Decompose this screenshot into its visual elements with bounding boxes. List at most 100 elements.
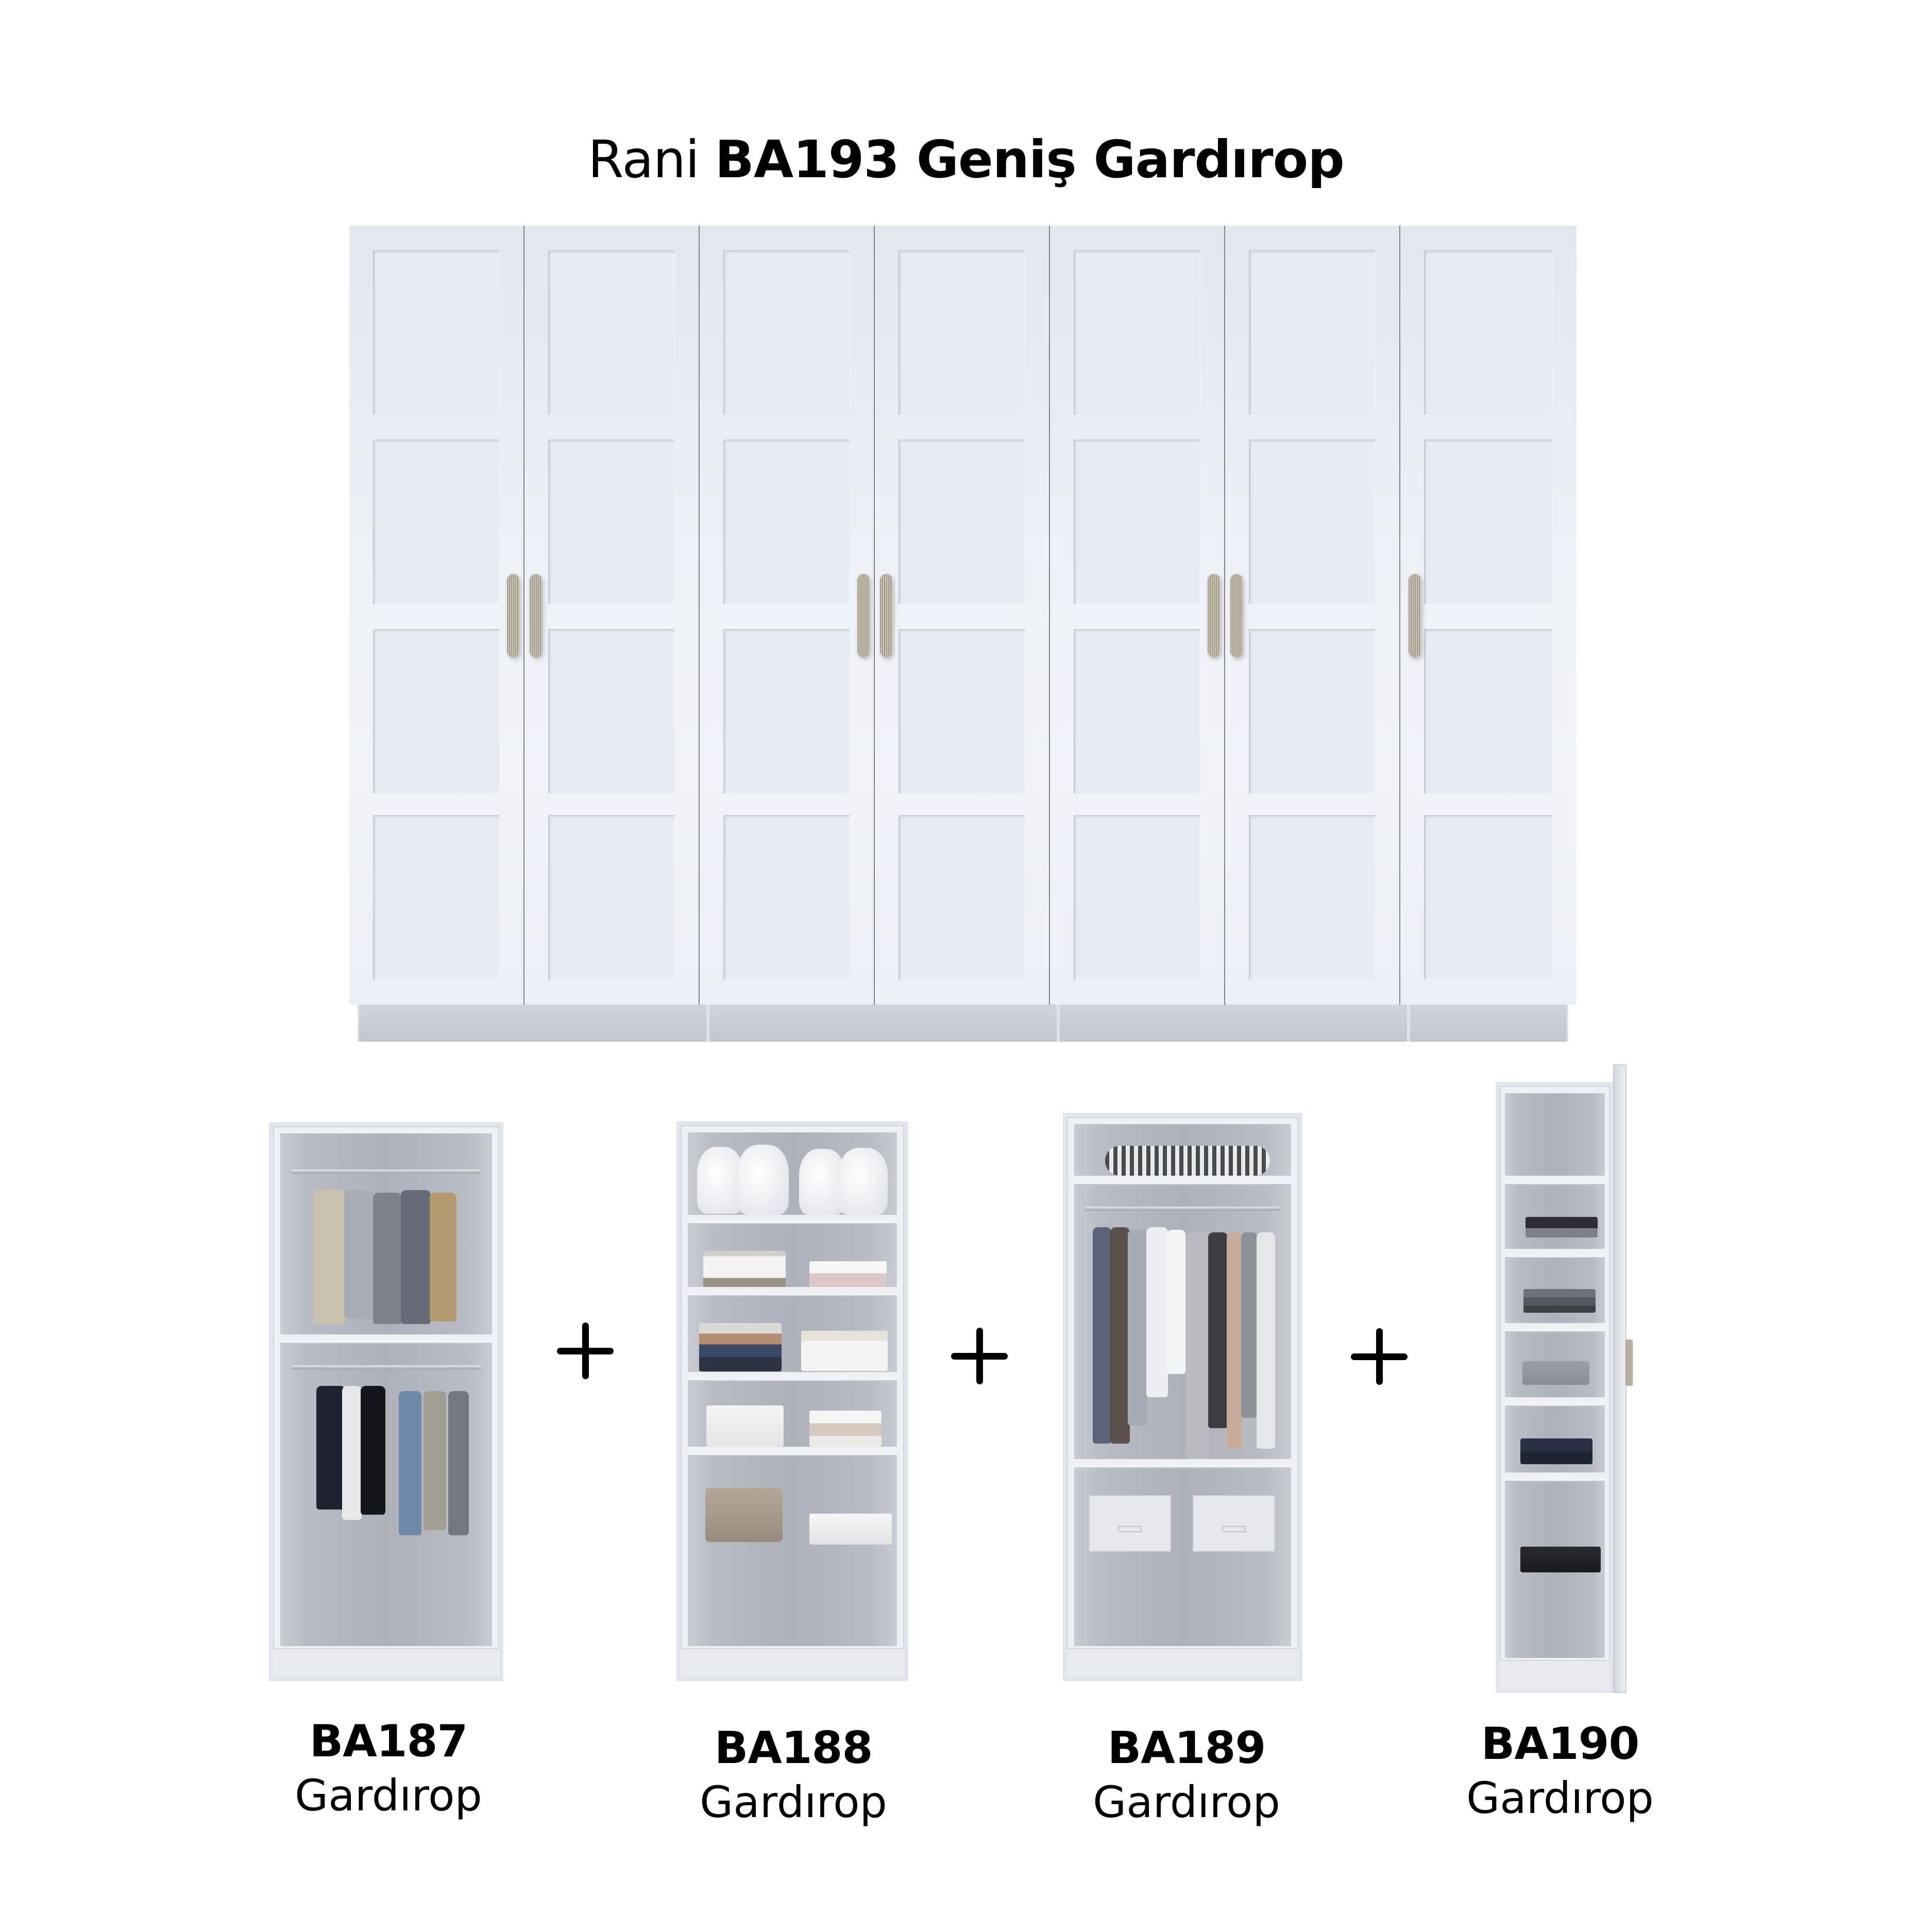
hanging-rod bbox=[1084, 1207, 1281, 1211]
wardrobe-door bbox=[524, 226, 700, 1005]
shelf bbox=[688, 1215, 897, 1224]
door-panel bbox=[373, 439, 500, 604]
garment bbox=[361, 1386, 385, 1515]
folded-clothes bbox=[1520, 1547, 1601, 1572]
garment bbox=[1241, 1232, 1258, 1418]
door-panel bbox=[723, 629, 850, 794]
wardrobe-door bbox=[1050, 226, 1225, 1005]
ba190-open-door bbox=[1613, 1064, 1626, 1693]
shelf bbox=[280, 1334, 492, 1344]
folded-clothes bbox=[1522, 1361, 1589, 1385]
door-panel bbox=[1074, 815, 1200, 980]
wardrobe-door bbox=[875, 226, 1050, 1005]
unit-ba188-image bbox=[676, 1121, 908, 1681]
garment bbox=[430, 1193, 456, 1321]
door-handle-icon bbox=[507, 574, 519, 657]
storage-box bbox=[1193, 1495, 1275, 1552]
unit-code: BA188 bbox=[714, 1722, 873, 1774]
garment bbox=[313, 1190, 345, 1324]
shelf bbox=[1505, 1397, 1605, 1406]
unit-interior bbox=[280, 1133, 492, 1646]
door-handle-icon bbox=[1230, 574, 1243, 657]
unit-base bbox=[273, 1648, 499, 1677]
door-panel bbox=[1424, 629, 1553, 794]
wardrobe-door bbox=[700, 226, 875, 1005]
door-handle-icon bbox=[857, 574, 870, 657]
door-panel bbox=[723, 439, 850, 604]
unit-ba189-image bbox=[1063, 1113, 1302, 1681]
box-handle-icon bbox=[1117, 1526, 1142, 1533]
garment bbox=[423, 1391, 446, 1530]
garment bbox=[1208, 1232, 1228, 1428]
door-handle-icon bbox=[1625, 1340, 1633, 1386]
box-handle-icon bbox=[1222, 1526, 1246, 1533]
unit-type: Gardırop bbox=[1093, 1777, 1280, 1827]
page-title: Rani BA193 Geniş Gardırop bbox=[0, 129, 1932, 191]
unit-label-ba188: BA188 Gardırop bbox=[665, 1722, 922, 1831]
main-wardrobe-image bbox=[349, 226, 1577, 1042]
door-panel bbox=[899, 250, 1025, 415]
garment bbox=[1185, 1232, 1209, 1459]
folded-clothes bbox=[699, 1323, 782, 1371]
door-panel bbox=[899, 629, 1025, 794]
unit-label-ba187: BA187 Gardırop bbox=[260, 1716, 517, 1824]
pillow bbox=[697, 1147, 743, 1214]
wardrobe-plinth bbox=[358, 1005, 1568, 1042]
door-handle-icon bbox=[1208, 574, 1220, 657]
door-handle-icon bbox=[880, 574, 892, 657]
storage-box bbox=[1089, 1495, 1171, 1552]
unit-interior bbox=[688, 1132, 897, 1646]
door-panel bbox=[1424, 815, 1553, 980]
wardrobe-doors bbox=[349, 226, 1577, 1005]
pillow bbox=[799, 1149, 845, 1215]
folded-clothes bbox=[801, 1331, 888, 1371]
unit-interior bbox=[1074, 1124, 1291, 1646]
door-panel bbox=[899, 815, 1025, 980]
folded-clothes bbox=[809, 1514, 892, 1545]
unit-base bbox=[1067, 1648, 1298, 1677]
unit-code: BA189 bbox=[1107, 1722, 1266, 1774]
unit-type: Gardırop bbox=[295, 1770, 482, 1821]
garment bbox=[316, 1386, 345, 1510]
door-panel bbox=[1074, 439, 1200, 604]
bag bbox=[705, 1488, 783, 1542]
plus-icon bbox=[1351, 1328, 1408, 1385]
door-panel bbox=[548, 629, 675, 794]
pillow bbox=[737, 1145, 789, 1215]
garment bbox=[448, 1391, 469, 1535]
shelf bbox=[688, 1287, 897, 1296]
door-panel bbox=[1249, 250, 1376, 415]
folded-clothes bbox=[809, 1411, 882, 1447]
pillow bbox=[838, 1148, 888, 1215]
garment bbox=[1227, 1232, 1242, 1449]
unit-base bbox=[1500, 1660, 1610, 1689]
shelf bbox=[1505, 1176, 1605, 1185]
door-panel bbox=[1424, 439, 1553, 604]
door-panel bbox=[1249, 439, 1376, 604]
door-panel bbox=[1424, 250, 1553, 415]
plus-icon bbox=[557, 1323, 614, 1379]
unit-ba190-image bbox=[1496, 1082, 1614, 1693]
shelf bbox=[688, 1372, 897, 1381]
plus-icon bbox=[951, 1328, 1008, 1384]
garment bbox=[1146, 1227, 1168, 1397]
folded-clothes bbox=[1526, 1217, 1598, 1238]
garment bbox=[344, 1190, 374, 1319]
folded-clothes bbox=[703, 1251, 786, 1287]
unit-code: BA187 bbox=[309, 1716, 468, 1767]
garment bbox=[373, 1193, 402, 1324]
garment bbox=[1128, 1230, 1147, 1426]
garment bbox=[401, 1190, 431, 1324]
unit-code: BA190 bbox=[1481, 1718, 1640, 1770]
shelf bbox=[688, 1447, 897, 1456]
shelf bbox=[1505, 1472, 1605, 1482]
door-panel bbox=[723, 250, 850, 415]
unit-ba187-image bbox=[269, 1122, 503, 1681]
door-panel bbox=[899, 439, 1025, 604]
garment bbox=[399, 1391, 421, 1535]
shelf bbox=[1074, 1459, 1291, 1468]
unit-label-ba189: BA189 Gardırop bbox=[1058, 1722, 1315, 1831]
door-panel bbox=[548, 439, 675, 604]
door-panel bbox=[1074, 250, 1200, 415]
door-panel bbox=[548, 815, 675, 980]
